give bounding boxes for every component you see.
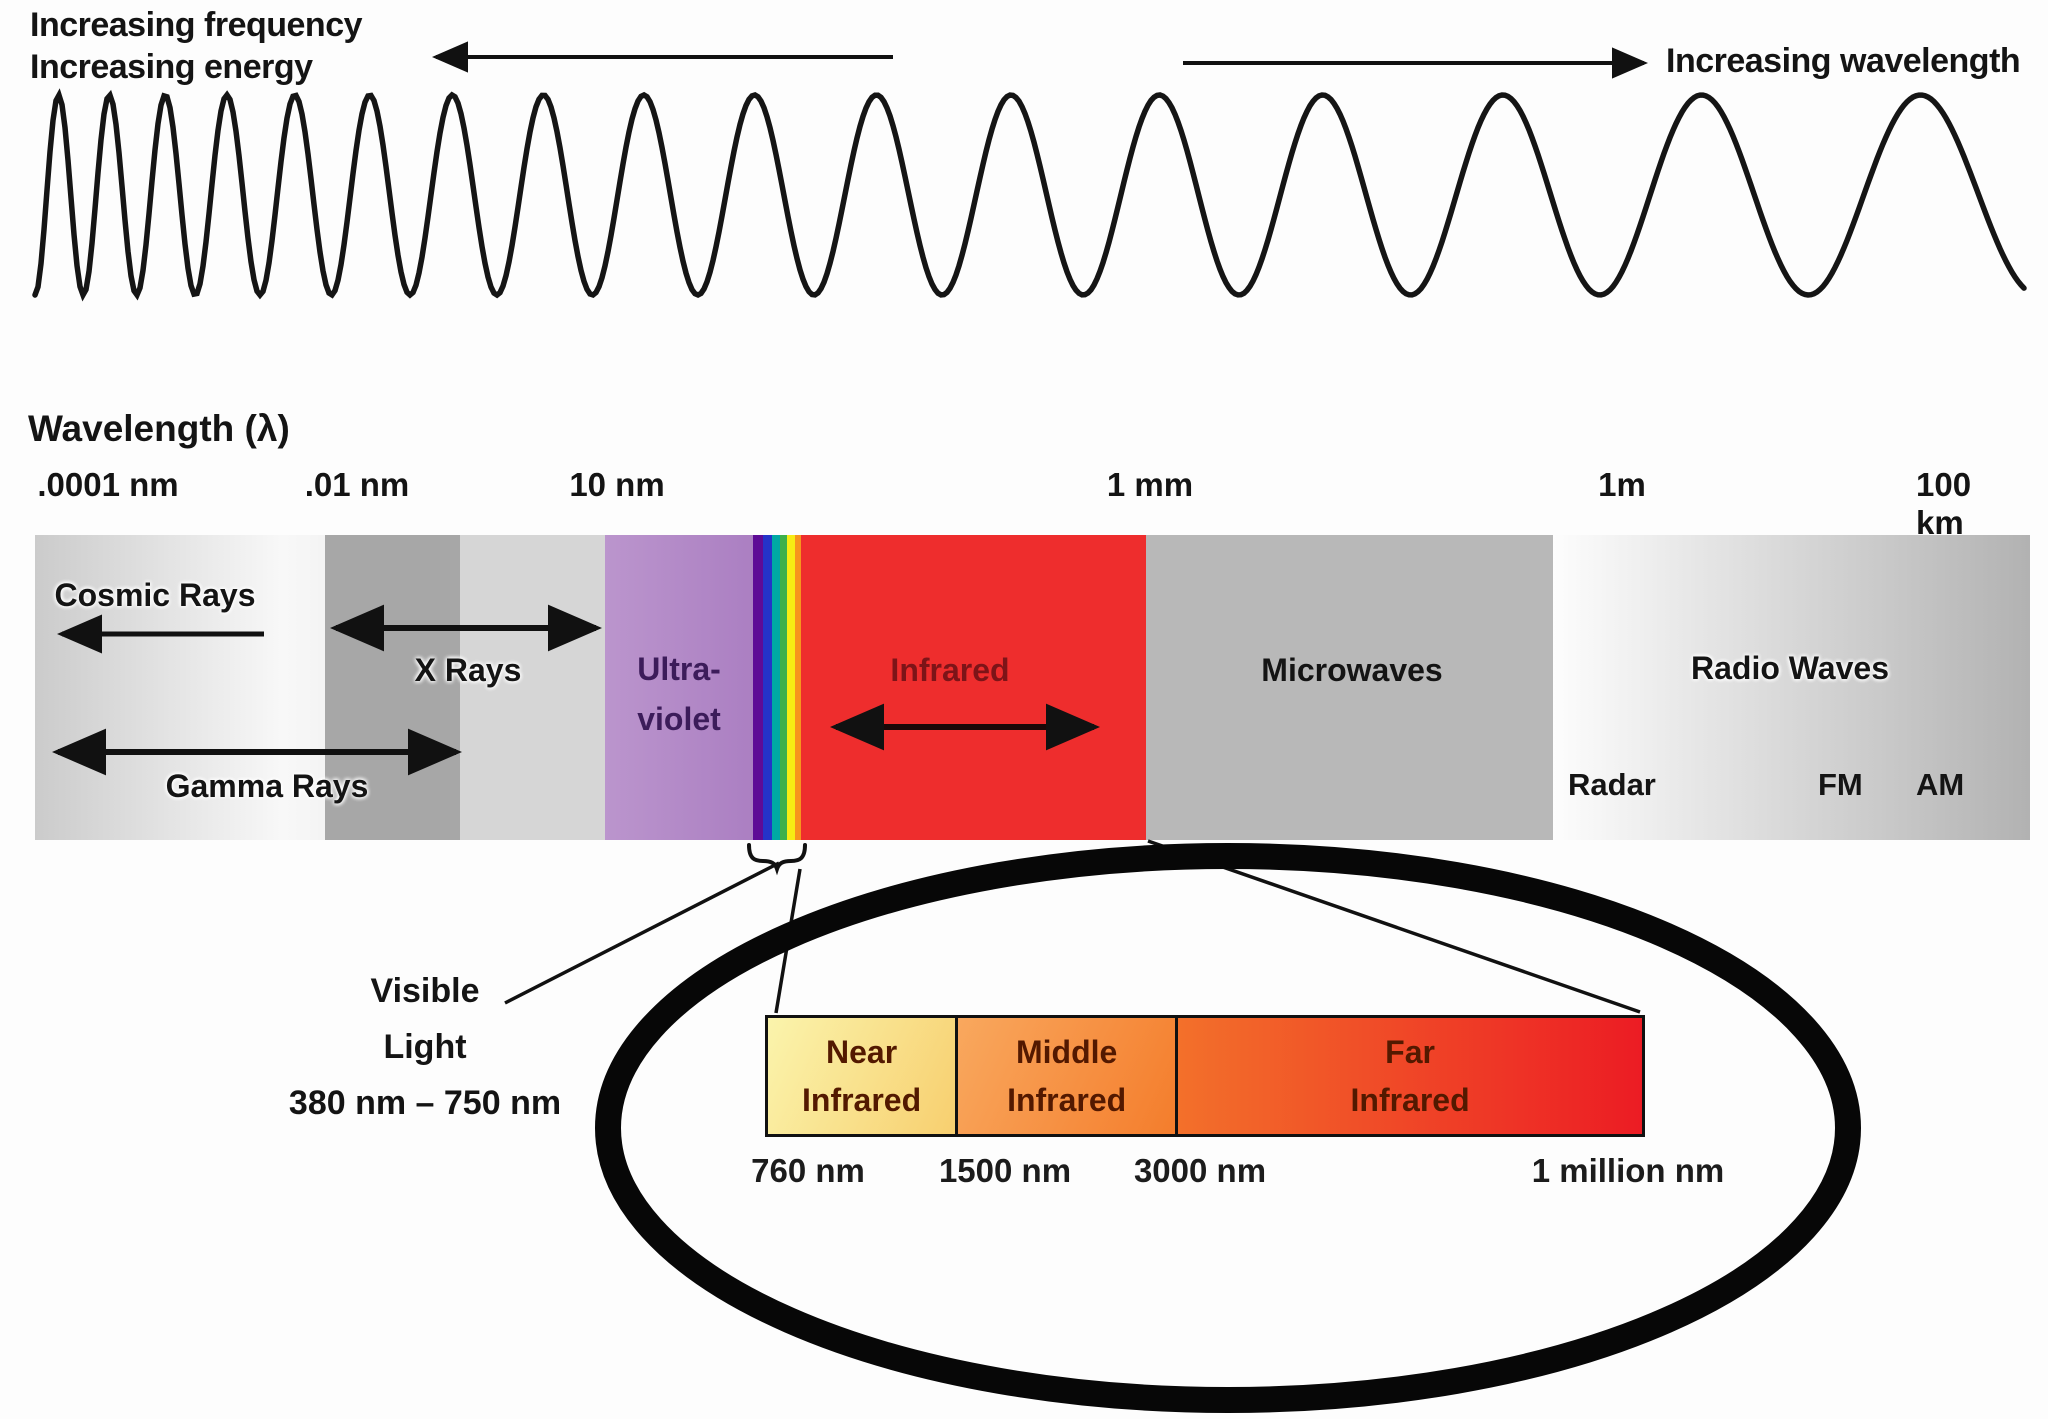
zoom-right-line [1147, 839, 1641, 1014]
fm-label: FM [1818, 767, 1863, 802]
ir-tick-1million: 1 million nm [1531, 1152, 1725, 1189]
blue-stripe [763, 535, 772, 840]
orange-stripe [795, 535, 801, 840]
far-infrared-segment: Far Infrared [1178, 1018, 1642, 1134]
infrared-detail-bar: Near Infrared Middle Infrared Far Infrar… [765, 1015, 1645, 1137]
ultraviolet-label: Ultra- violet [605, 645, 753, 744]
tick-0001nm: .0001 nm [37, 466, 179, 503]
tick-10nm: 10 nm [569, 466, 665, 503]
middle-infrared-label-line2: Infrared [1007, 1082, 1127, 1118]
microwave-band [1146, 535, 1553, 840]
spectrum-bar [35, 535, 2030, 840]
cyan-stripe [772, 535, 780, 840]
xrays-label: X Rays [414, 652, 522, 688]
uv-gap-band [460, 535, 605, 840]
increasing-energy-label: Increasing energy [30, 48, 313, 86]
increasing-frequency-label: Increasing frequency [30, 6, 363, 44]
near-infrared-label-line2: Infrared [802, 1082, 922, 1118]
violet-stripe [753, 535, 763, 840]
cosmic-gamma-band [35, 535, 325, 840]
ultraviolet-label-line2: violet [637, 700, 721, 737]
sine-wave [32, 88, 2027, 302]
near-infrared-segment: Near Infrared [768, 1018, 959, 1134]
zoom-left-line [774, 868, 802, 1014]
visible-light-line1: Visible [370, 972, 480, 1010]
radar-label: Radar [1568, 767, 1656, 802]
xray-band [325, 535, 460, 840]
gamma-rays-label: Gamma Rays [165, 768, 369, 804]
green-stripe [780, 535, 787, 840]
ir-tick-3000nm: 3000 nm [1133, 1152, 1267, 1189]
microwaves-label: Microwaves [1261, 652, 1443, 688]
am-label: AM [1916, 767, 1965, 802]
ultraviolet-band [605, 535, 753, 840]
yellow-stripe [787, 535, 795, 840]
ir-tick-1500nm: 1500 nm [938, 1152, 1072, 1189]
cosmic-rays-label: Cosmic Rays [54, 577, 256, 613]
middle-infrared-segment: Middle Infrared [958, 1018, 1179, 1134]
radio-waves-label: Radio Waves [1691, 650, 1889, 686]
wavelength-axis-title: Wavelength (λ) [28, 408, 290, 449]
near-infrared-label-line1: Near [825, 1034, 898, 1070]
visible-light-line2: Light [383, 1028, 467, 1066]
infrared-band [801, 535, 1146, 840]
far-infrared-label-line2: Infrared [1350, 1082, 1470, 1118]
tick-100km: 100 km [1916, 466, 1972, 541]
tick-1mm: 1 mm [1106, 466, 1194, 503]
tick-1m: 1m [1598, 466, 1646, 503]
tick-01nm: .01 nm [304, 466, 410, 503]
visible-light-pointer-line [504, 861, 780, 1005]
visible-light-band [753, 535, 801, 840]
ultraviolet-label-line1: Ultra- [637, 651, 721, 687]
infrared-label: Infrared [890, 652, 1010, 688]
visible-light-range: 380 nm – 750 nm [288, 1084, 562, 1122]
radio-band [1553, 535, 2030, 840]
increasing-wavelength-label: Increasing wavelength [1666, 42, 2021, 80]
ir-tick-760nm: 760 nm [751, 1152, 865, 1189]
middle-infrared-label-line1: Middle [1015, 1034, 1118, 1070]
visible-light-brace [747, 843, 807, 876]
far-infrared-label-line1: Far [1385, 1034, 1435, 1070]
